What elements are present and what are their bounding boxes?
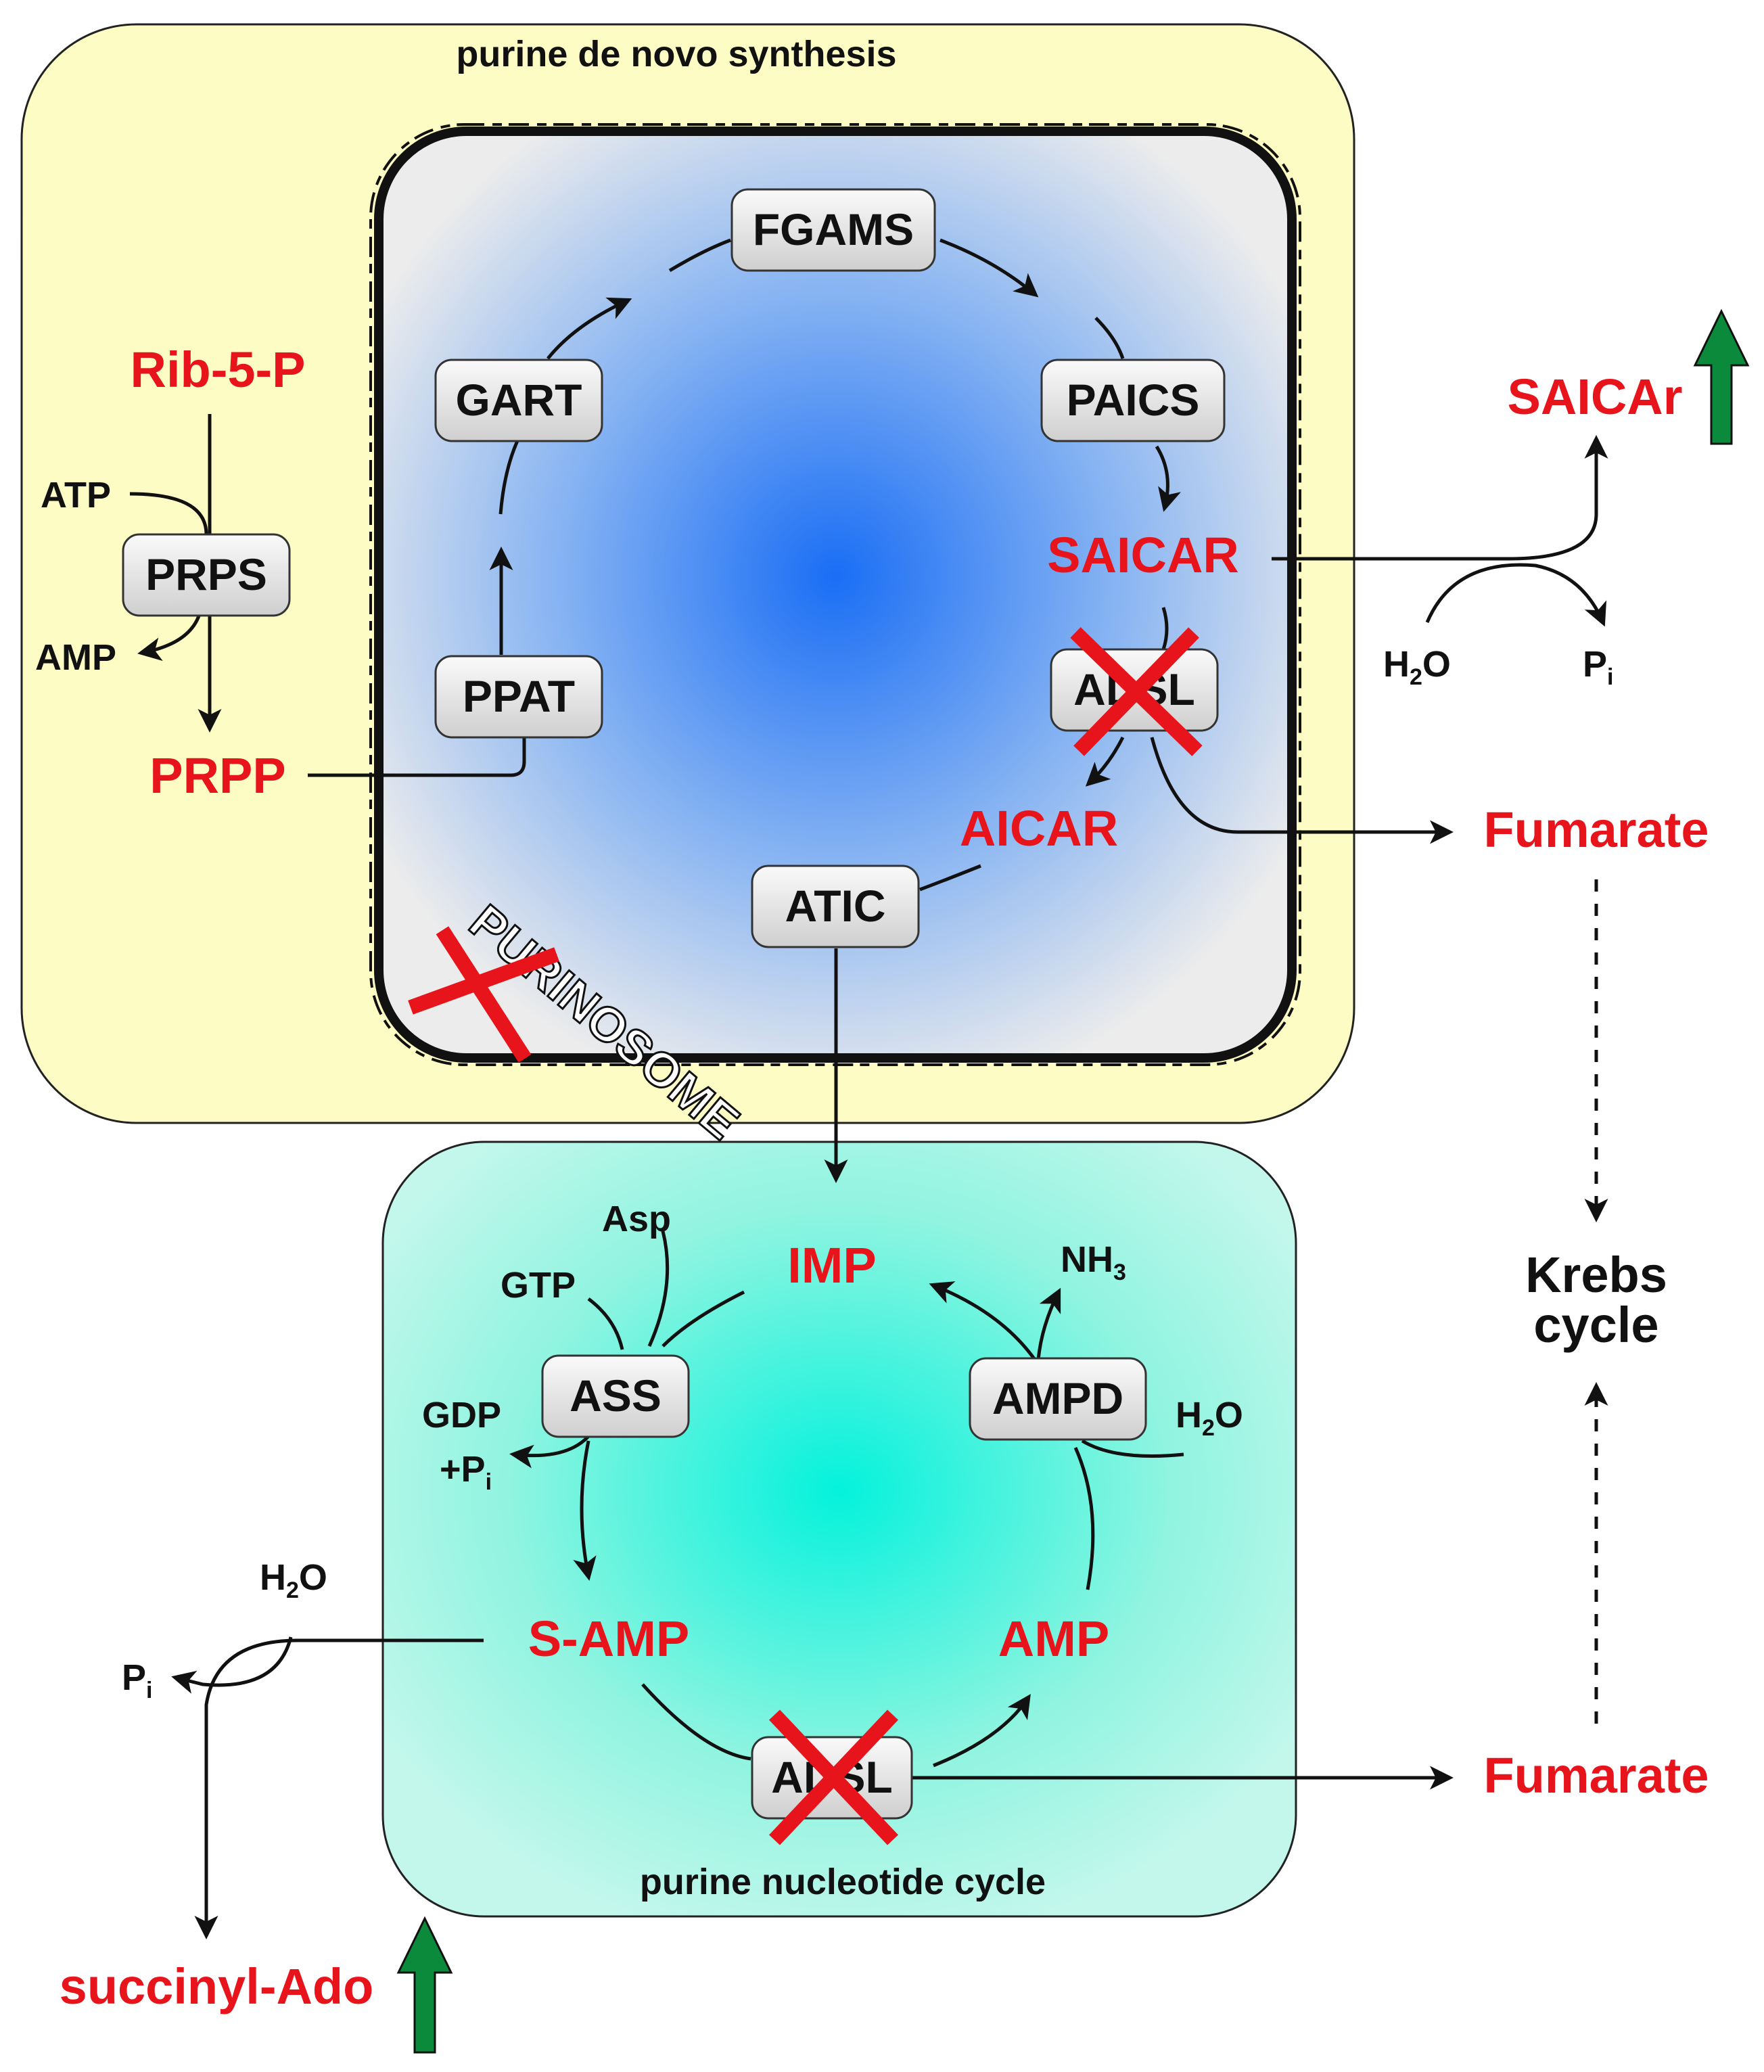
metabolite-amp: AMP	[998, 1611, 1109, 1667]
enzyme-paics: PAICS	[1040, 359, 1226, 442]
cofactor-pi-c: Pi	[122, 1657, 152, 1703]
enzyme-gart: GART	[434, 359, 603, 442]
cofactor-h2o-a: H2O	[1383, 644, 1451, 690]
cofactor-nh3: NH3	[1061, 1239, 1126, 1285]
metabolite-samp: S-AMP	[528, 1611, 689, 1667]
pnc-compartment: purine nucleotide cycle	[381, 1141, 1297, 1918]
cofactor-gtp: GTP	[501, 1265, 576, 1306]
metabolite-saicar-riboside: SAICAr	[1507, 369, 1682, 425]
svg-text:Krebs: Krebs	[1525, 1247, 1667, 1303]
enzyme-ppat: PPAT	[434, 655, 603, 739]
cofactor-h2o-b: H2O	[1176, 1395, 1243, 1441]
metabolite-fumarate-bottom: Fumarate	[1483, 1747, 1709, 1803]
cross-mark-icon	[408, 926, 559, 1063]
svg-text:PPAT: PPAT	[463, 671, 575, 721]
enzyme-ass: ASS	[541, 1354, 690, 1438]
metabolite-rib5p: Rib-5-P	[131, 342, 306, 398]
svg-text:PAICS: PAICS	[1067, 375, 1200, 425]
cofactor-h2o-c: H2O	[260, 1557, 327, 1603]
cofactor-pi-plus: +Pi	[440, 1449, 492, 1495]
svg-text:GART: GART	[456, 375, 582, 425]
cofactor-gdp: GDP	[422, 1395, 501, 1435]
metabolite-prpp: PRPP	[149, 747, 286, 804]
svg-text:FGAMS: FGAMS	[753, 204, 914, 254]
cofactor-pi-a: Pi	[1583, 644, 1613, 690]
enzyme-prps: PRPS	[122, 533, 291, 617]
enzyme-atic: ATIC	[751, 865, 920, 948]
pnc-title: purine nucleotide cycle	[640, 1862, 1046, 1902]
up-arrow-icon	[1693, 308, 1750, 445]
metabolite-imp: IMP	[787, 1237, 877, 1293]
up-arrow-icon	[396, 1916, 453, 2054]
metabolite-succinyl-ado: succinyl-Ado	[60, 1958, 374, 2015]
svg-text:cycle: cycle	[1533, 1297, 1658, 1353]
metabolite-fumarate-top: Fumarate	[1483, 802, 1709, 858]
metabolite-saicar: SAICAR	[1047, 527, 1239, 583]
enzyme-ampd: AMPD	[969, 1357, 1147, 1441]
cofactor-atp: ATP	[41, 475, 111, 515]
krebs-cycle: Krebs cycle	[1525, 1247, 1667, 1353]
metabolite-aicar: AICAR	[960, 800, 1118, 856]
cross-mark-icon	[1070, 627, 1203, 756]
reaction-arrows	[129, 238, 1608, 1939]
svg-text:ATIC: ATIC	[785, 881, 885, 931]
svg-text:ASS: ASS	[570, 1371, 662, 1421]
svg-text:PRPS: PRPS	[145, 549, 267, 599]
cross-mark-icon	[769, 1709, 898, 1845]
cofactor-asp: Asp	[602, 1199, 671, 1239]
cofactor-amp: AMP	[35, 637, 116, 678]
enzyme-fgams: FGAMS	[730, 188, 936, 272]
svg-text:AMPD: AMPD	[992, 1373, 1123, 1423]
de-novo-title: purine de novo synthesis	[456, 34, 896, 74]
